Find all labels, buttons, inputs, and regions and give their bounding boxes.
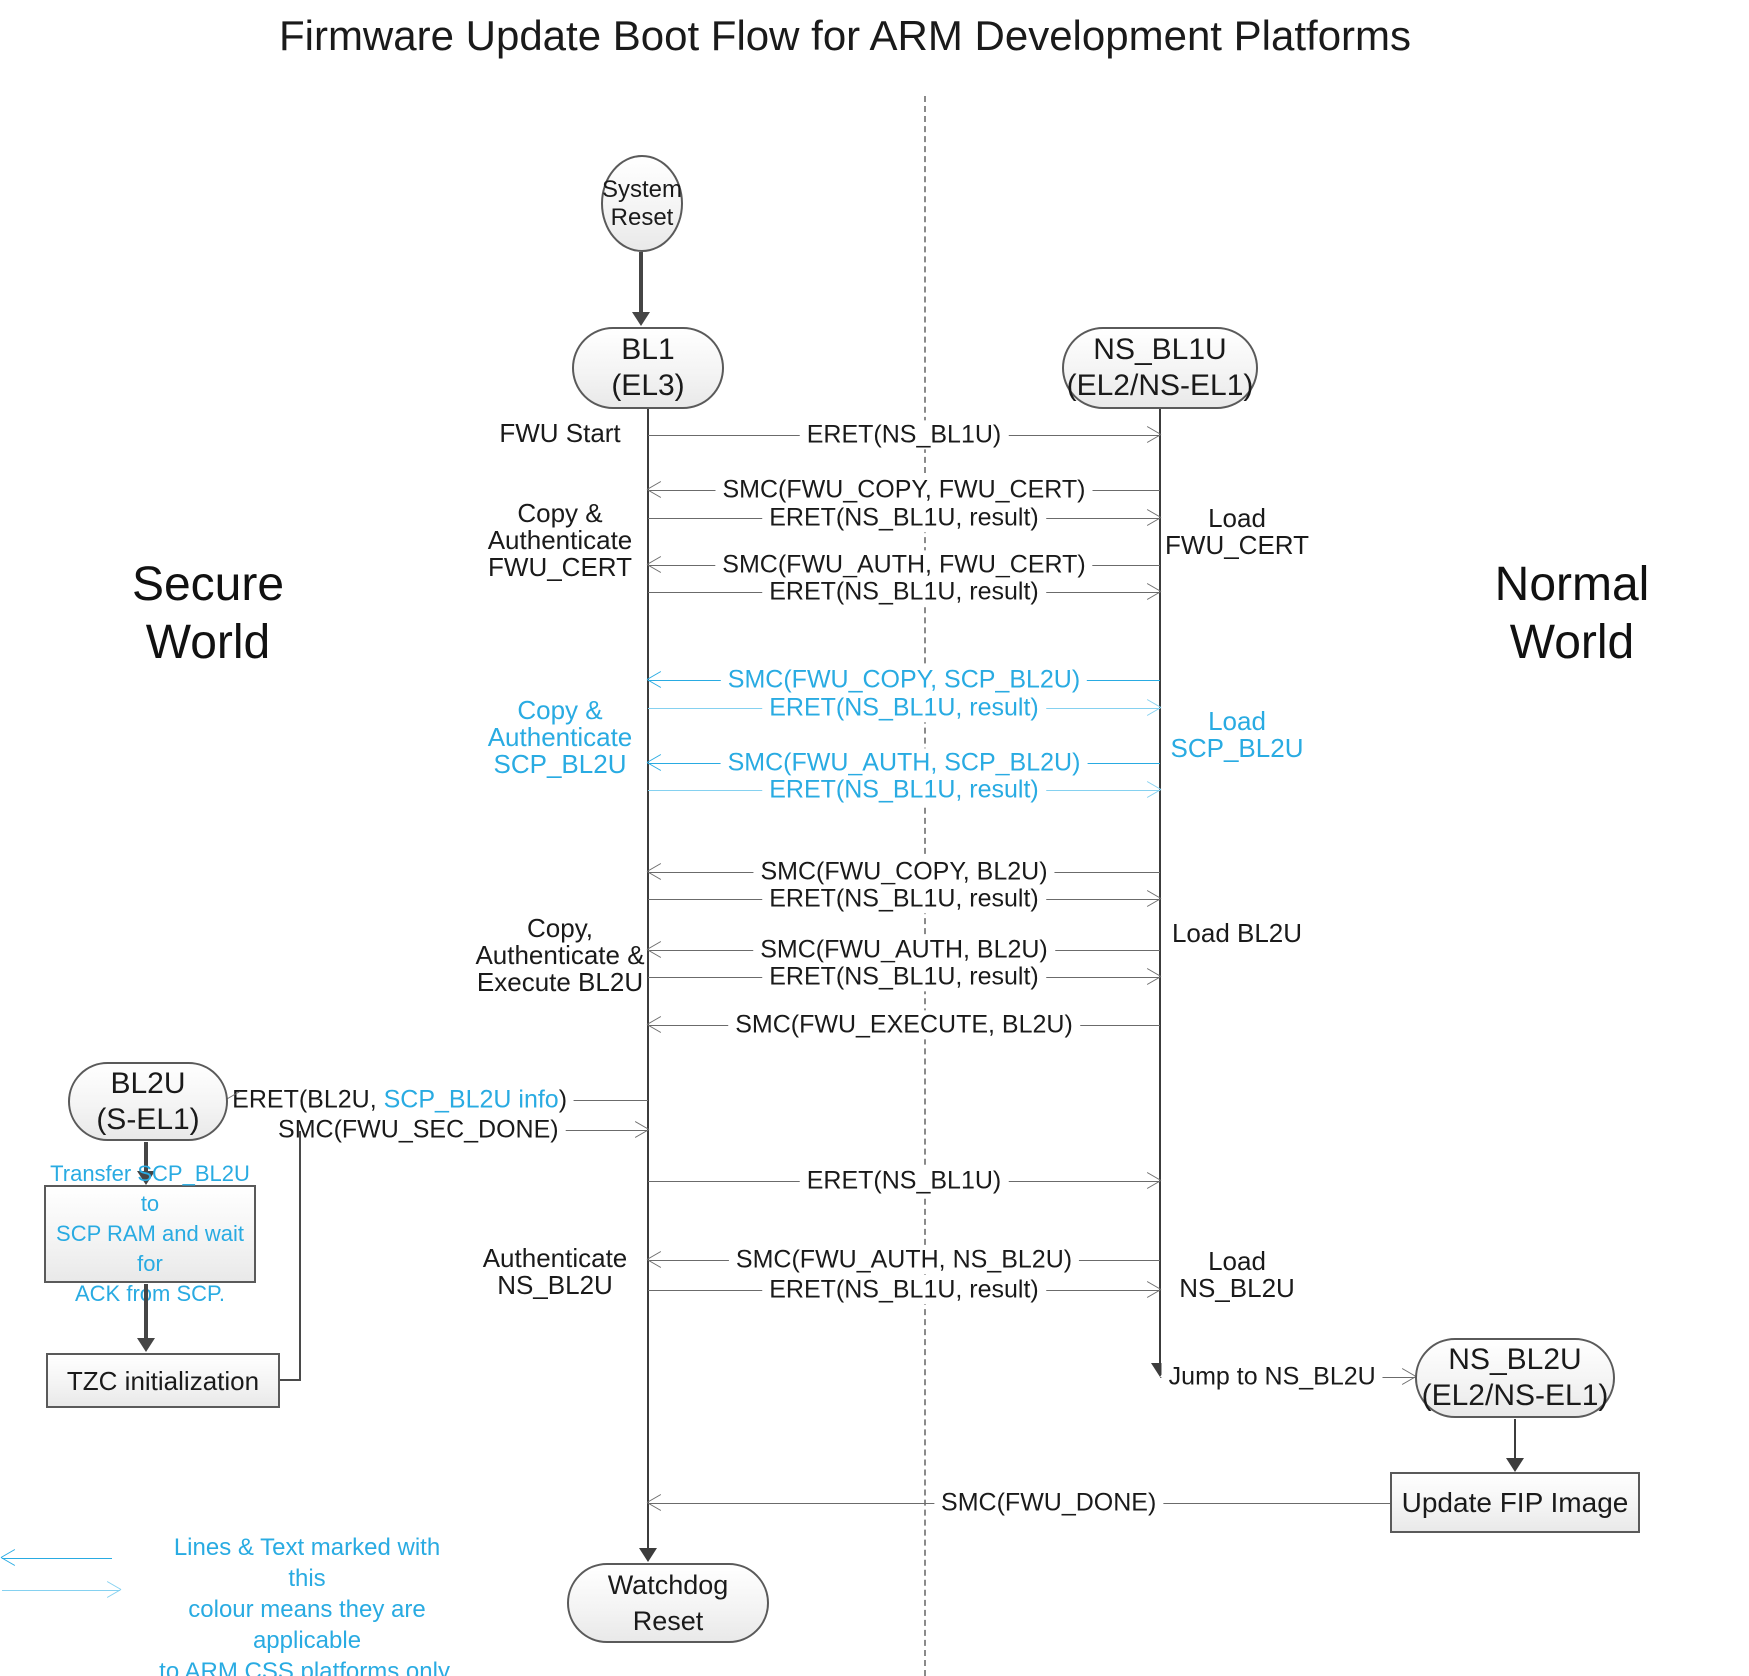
side-label-copy-auth-fwu-cert: Copy & Authenticate FWU_CERT: [487, 498, 633, 582]
ns-bl1u-node: NS_BL1U (EL2/NS-EL1): [1062, 327, 1258, 409]
tzc-to-smc-connector-vertical: [299, 1131, 301, 1380]
message-label: SMC(FWU_COPY, SCP_BL2U): [720, 665, 1088, 695]
side-label-fwu-start: FWU Start: [499, 418, 621, 448]
update-fip-box: Update FIP Image: [1390, 1472, 1640, 1533]
message-eret-bl2u-scp-info: ERET(BL2U, SCP_BL2U info): [225, 1085, 648, 1115]
bl1-node: BL1 (EL3): [572, 327, 724, 409]
bl2u-to-transfer-arrowhead: [137, 1171, 155, 1185]
message-eret-result-5: ERET(NS_BL1U, result): [648, 884, 1160, 914]
ns-bl2u-to-fip-arrow: [1514, 1419, 1516, 1458]
message-eret-result-4: ERET(NS_BL1U, result): [648, 775, 1160, 805]
side-label-authenticate-ns-bl2u: Authenticate NS_BL2U: [482, 1243, 628, 1300]
message-label: SMC(FWU_AUTH, NS_BL2U): [728, 1245, 1080, 1275]
message-label: ERET(NS_BL1U): [799, 1166, 1009, 1196]
message-smc-fwu-sec-done: SMC(FWU_SEC_DONE): [271, 1115, 648, 1145]
side-label-copy-auth-exec-bl2u: Copy, Authenticate & Execute BL2U: [475, 913, 645, 997]
message-label: SMC(FWU_COPY, BL2U): [753, 857, 1055, 887]
message-eret-result-3: ERET(NS_BL1U, result): [648, 693, 1160, 723]
bl2u-to-transfer-arrow: [144, 1142, 148, 1171]
message-label: SMC(FWU_COPY, FWU_CERT): [715, 475, 1093, 505]
watchdog-reset-node: Watchdog Reset: [567, 1563, 769, 1643]
message-smc-fwu-auth-bl2u: SMC(FWU_AUTH, BL2U): [648, 935, 1160, 965]
normal-world-label: Normal World: [1494, 558, 1650, 669]
tzc-to-smc-connector-horizontal: [280, 1379, 301, 1381]
transfer-to-tzc-arrowhead: [137, 1338, 155, 1352]
message-label: SMC(FWU_AUTH, BL2U): [753, 935, 1055, 965]
tzc-init-box: TZC initialization: [46, 1353, 280, 1408]
secure-world-label: Secure World: [131, 558, 285, 669]
reset-to-bl1-arrow: [639, 252, 643, 312]
ns-bl1u-lifeline: [1159, 409, 1161, 1364]
message-smc-fwu-copy-bl2u: SMC(FWU_COPY, BL2U): [648, 857, 1160, 887]
side-label-load-ns-bl2u: Load NS_BL2U: [1179, 1246, 1295, 1303]
message-smc-fwu-copy-scp-bl2u: SMC(FWU_COPY, SCP_BL2U): [648, 665, 1160, 695]
message-eret-ns-bl1u-start: ERET(NS_BL1U): [648, 420, 1160, 450]
message-jump-to-ns-bl2u: Jump to NS_BL2U: [1160, 1362, 1415, 1392]
message-label: SMC(FWU_SEC_DONE): [271, 1115, 566, 1145]
transfer-scp-box: Transfer SCP_BL2U to SCP RAM and wait fo…: [44, 1161, 256, 1306]
message-smc-fwu-execute-bl2u: SMC(FWU_EXECUTE, BL2U): [648, 1010, 1160, 1040]
bl1-lifeline: [647, 409, 649, 1548]
message-eret-ns-bl1u-2: ERET(NS_BL1U): [648, 1166, 1160, 1196]
message-label: SMC(FWU_AUTH, SCP_BL2U): [720, 748, 1088, 778]
legend-arrow-left: [2, 1558, 112, 1559]
message-eret-result-7: ERET(NS_BL1U, result): [648, 1275, 1160, 1305]
eret-bl2u-pre: ERET(BL2U,: [232, 1085, 384, 1114]
message-label: Jump to NS_BL2U: [1161, 1362, 1383, 1392]
bl2u-node: BL2U (S-EL1): [68, 1062, 228, 1141]
message-label: ERET(BL2U, SCP_BL2U info): [225, 1085, 575, 1115]
message-smc-fwu-auth-fwu-cert: SMC(FWU_AUTH, FWU_CERT): [648, 550, 1160, 580]
side-label-load-scp-bl2u: Load SCP_BL2U: [1170, 706, 1304, 763]
message-smc-fwu-done: SMC(FWU_DONE): [648, 1488, 1390, 1518]
message-label: ERET(NS_BL1U): [799, 420, 1009, 450]
ns-bl2u-node: NS_BL2U (EL2/NS-EL1): [1415, 1338, 1615, 1418]
message-label: ERET(NS_BL1U, result): [762, 693, 1046, 723]
side-label-load-bl2u: Load BL2U: [1171, 918, 1303, 948]
message-label: ERET(NS_BL1U, result): [762, 577, 1046, 607]
message-label: SMC(FWU_EXECUTE, BL2U): [728, 1010, 1080, 1040]
page-title: Firmware Update Boot Flow for ARM Develo…: [278, 12, 1412, 59]
side-label-load-fwu-cert: Load FWU_CERT: [1165, 503, 1309, 560]
transfer-to-tzc-arrow: [144, 1284, 148, 1338]
legend-text: Lines & Text marked with this colour mea…: [159, 1534, 455, 1676]
side-label-copy-auth-scp-bl2u: Copy & Authenticate SCP_BL2U: [487, 695, 633, 779]
message-eret-result-1: ERET(NS_BL1U, result): [648, 503, 1160, 533]
message-smc-fwu-auth-scp-bl2u: SMC(FWU_AUTH, SCP_BL2U): [648, 748, 1160, 778]
message-eret-result-2: ERET(NS_BL1U, result): [648, 577, 1160, 607]
message-label: SMC(FWU_AUTH, FWU_CERT): [715, 550, 1093, 580]
eret-bl2u-post: ): [558, 1085, 568, 1114]
message-eret-result-6: ERET(NS_BL1U, result): [648, 962, 1160, 992]
message-label: ERET(NS_BL1U, result): [762, 775, 1046, 805]
message-label: SMC(FWU_DONE): [934, 1488, 1164, 1518]
message-label: ERET(NS_BL1U, result): [762, 1275, 1046, 1305]
message-label: ERET(NS_BL1U, result): [762, 503, 1046, 533]
message-label: ERET(NS_BL1U, result): [762, 962, 1046, 992]
message-smc-fwu-copy-fwu-cert: SMC(FWU_COPY, FWU_CERT): [648, 475, 1160, 505]
legend-arrow-right: [2, 1590, 120, 1591]
message-label: ERET(NS_BL1U, result): [762, 884, 1046, 914]
reset-to-bl1-arrowhead: [632, 312, 650, 326]
eret-bl2u-scp-info-text: SCP_BL2U info: [383, 1085, 559, 1114]
ns-bl2u-to-fip-arrowhead: [1506, 1458, 1524, 1472]
message-smc-fwu-auth-ns-bl2u: SMC(FWU_AUTH, NS_BL2U): [648, 1245, 1160, 1275]
bl1-lifeline-arrowhead: [639, 1548, 657, 1562]
system-reset-node: System Reset: [601, 155, 683, 252]
